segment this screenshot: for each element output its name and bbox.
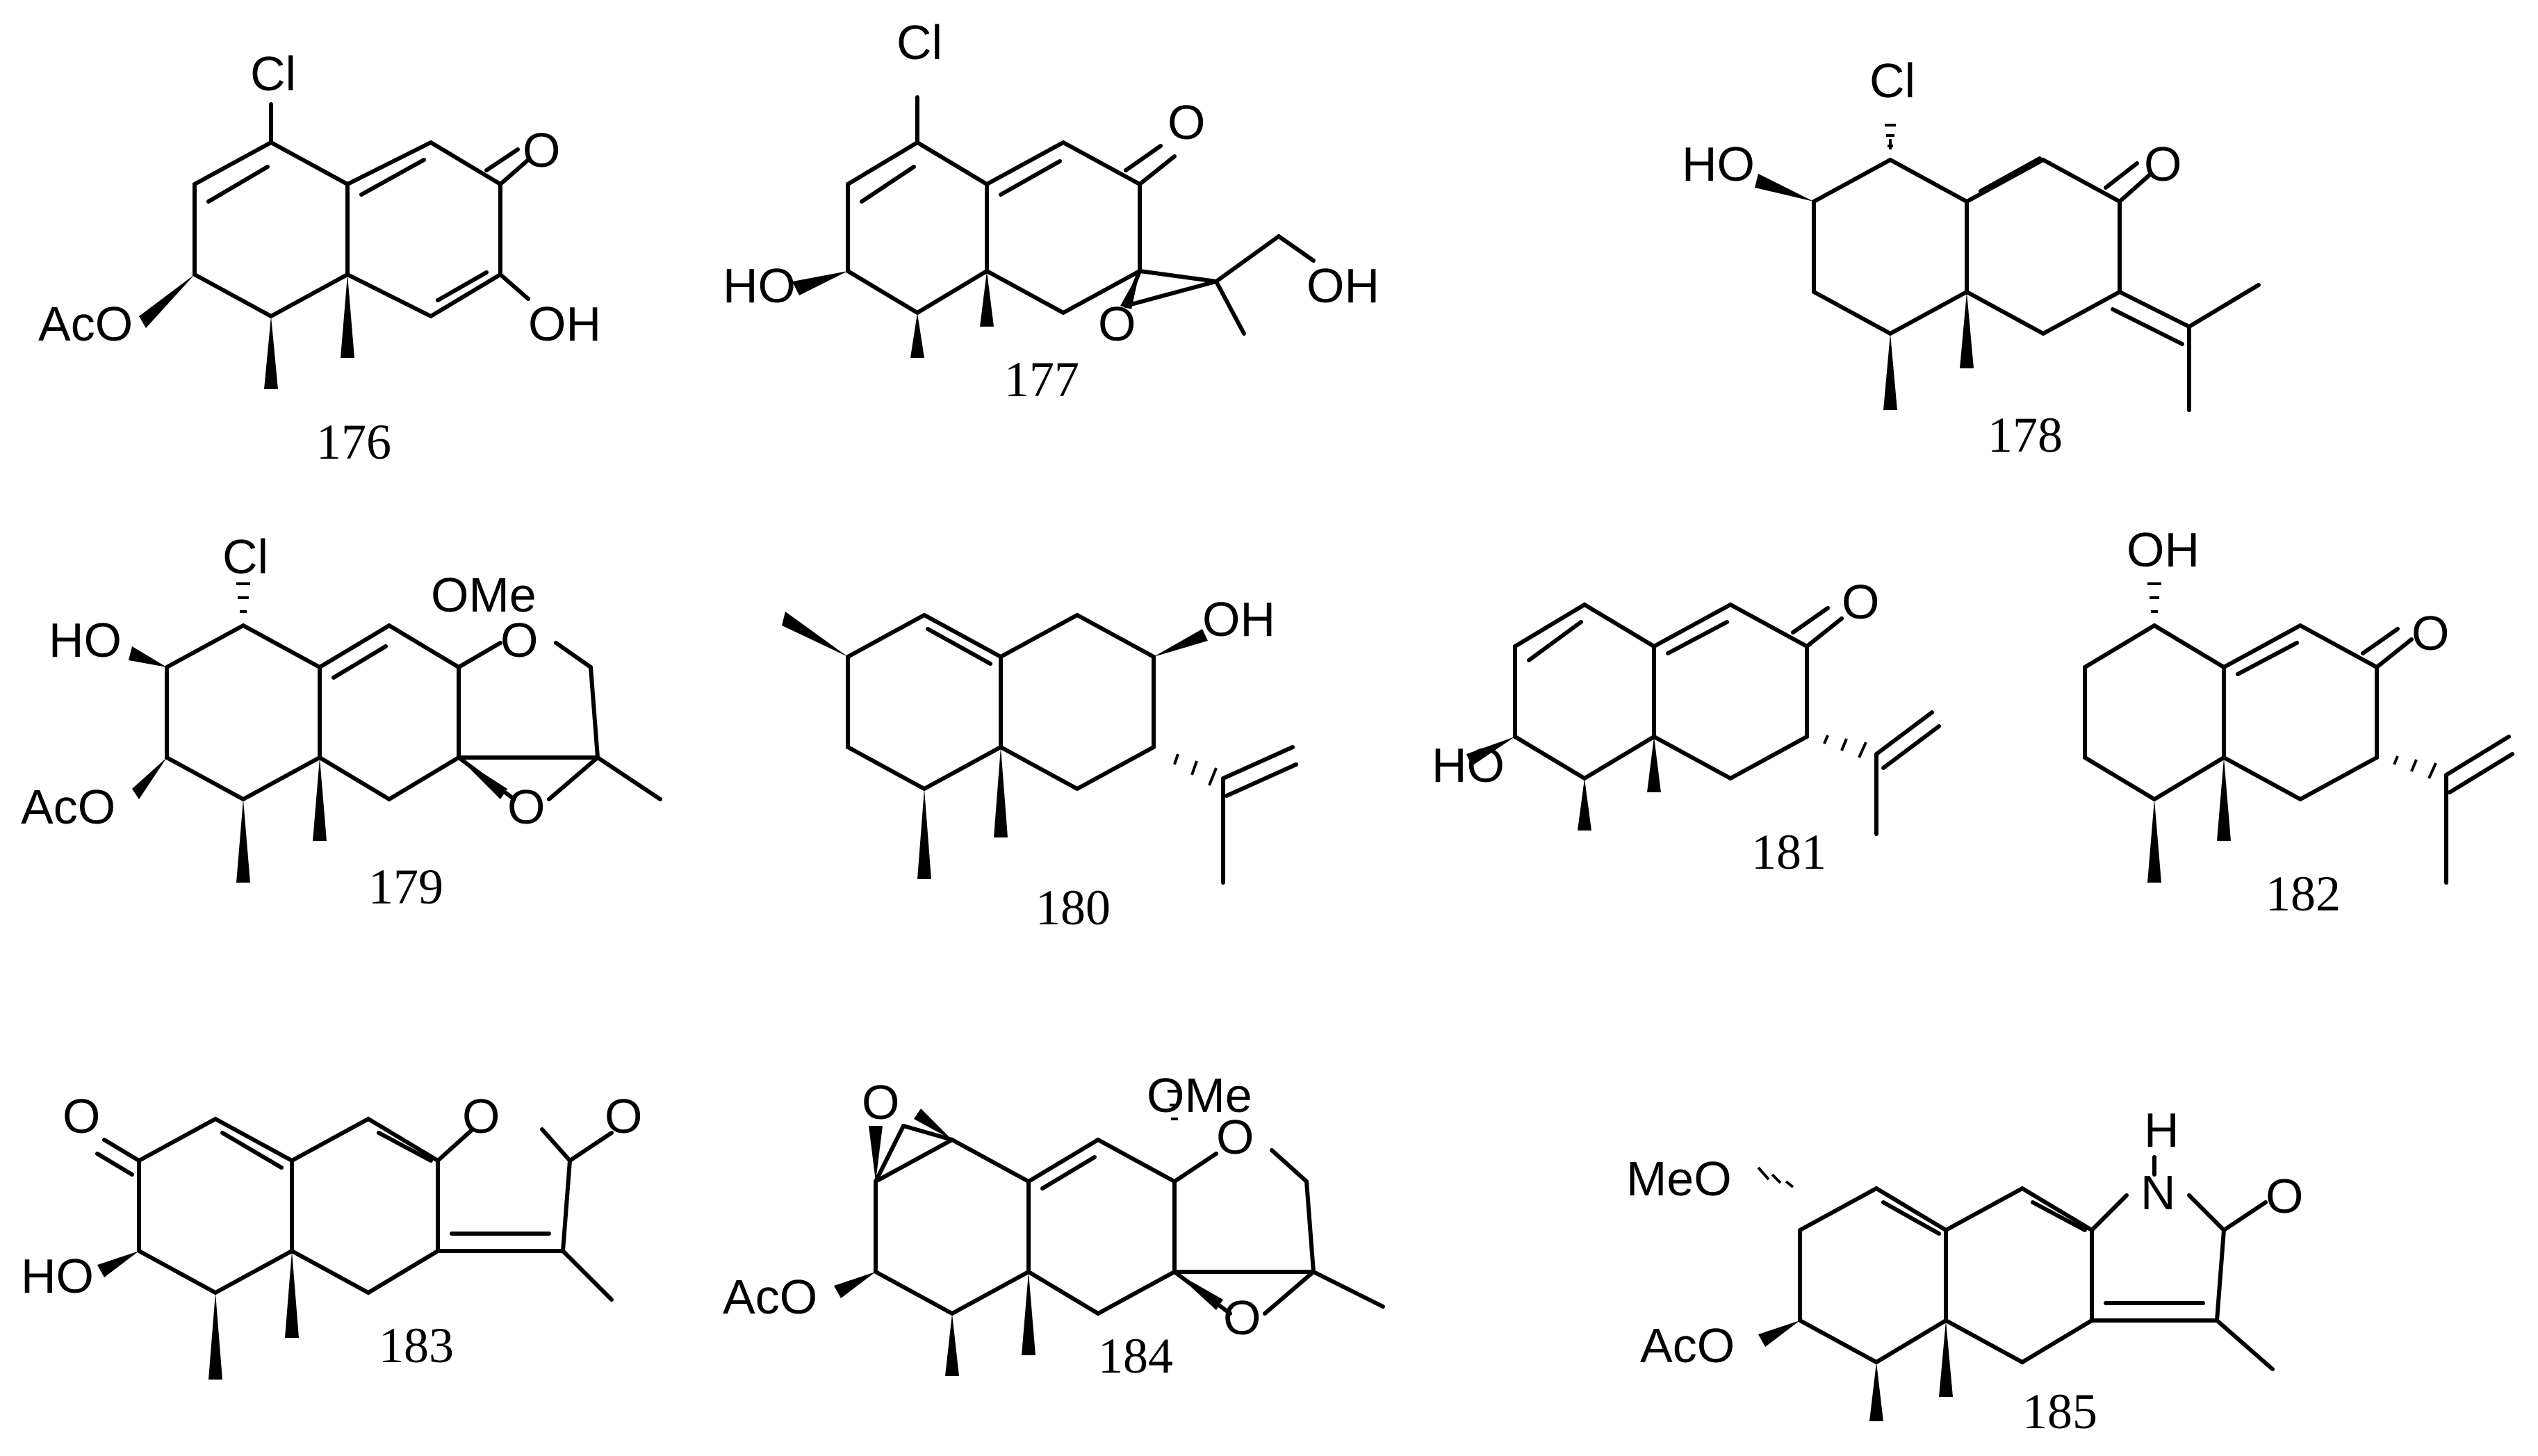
atom-label-meo: MeO [1626,1152,1732,1206]
stereo-wedge [792,271,848,295]
atom-label-o: O [605,1089,642,1143]
atom-label-o: O [507,780,545,834]
atom-label-o: O [462,1089,500,1143]
stereo-wedge [236,799,250,883]
stereo-wedge [1578,778,1591,831]
atom-label-o: O [2412,606,2449,660]
stereo-wedge [917,789,931,879]
atom-label-o: O [2144,137,2181,191]
compound-number-180: 180 [1035,880,1111,935]
stereo-wedge [1174,1272,1223,1310]
structure-180: OH 180 [782,592,1298,935]
stereo-wedge [1755,174,1814,202]
atom-label-oh: OH [528,297,601,351]
atom-label-ho: HO [1682,137,1755,191]
atom-label-cl: Cl [1869,54,1915,108]
structure-176: Cl O AcO OH 176 [38,47,601,470]
structure-178: Cl HO O 178 [1682,54,2261,463]
atom-label-cl: Cl [897,15,942,69]
stereo-wedge [782,612,848,657]
atom-label-o: O [1216,1110,1254,1164]
stereo-wedge [980,271,994,327]
atom-label-o: O [500,613,538,667]
atom-label-ome: OMe [431,568,537,622]
stereo-wedge [1758,1320,1800,1347]
compound-number-185: 185 [2022,1384,2097,1439]
compound-number-179: 179 [368,859,443,915]
atom-label-aco: AcO [21,780,115,834]
stereo-wedge [1960,292,1974,368]
atom-label-cl: Cl [250,47,296,101]
compound-number-178: 178 [1988,407,2063,463]
atom-label-o: O [1168,95,1205,149]
stereo-wedge [1466,737,1515,766]
atom-label-cl: Cl [222,530,268,584]
stereo-wedge [341,275,354,358]
compound-number-177: 177 [1004,352,1079,407]
atom-label-aco: AcO [723,1270,817,1324]
stereo-wedge [285,1251,299,1338]
stereo-wedge [994,747,1008,837]
atom-label-ho: HO [723,259,796,313]
structure-182: OH O 182 [2083,523,2514,922]
stereo-wedge [459,758,507,799]
compound-number-182: 182 [2266,866,2341,922]
stereo-wedge [1939,1320,1953,1397]
stereo-wedge [129,646,167,667]
structure-184: O OMe O AcO O 184 [723,1068,1385,1384]
stereo-wedge [132,758,167,799]
stereo-wedge [97,1251,139,1277]
stereo-wedge [834,1272,876,1298]
stereo-wedge [1883,334,1897,410]
atom-label-o: O [63,1089,100,1143]
atom-label-ho: HO [49,613,122,667]
atom-label-ho: HO [21,1249,94,1303]
stereo-wedge [2147,799,2161,883]
stereo-wedge [914,1109,952,1140]
atom-label-o: O [523,123,560,177]
stereo-wedge [910,313,924,358]
atom-label-h: H [2144,1103,2179,1157]
structure-179: Cl OMe HO O AcO O 179 [21,530,662,915]
stereo-wedge [313,758,327,841]
compound-number-181: 181 [1751,824,1826,880]
atom-label-aco: AcO [38,297,133,351]
stereo-wedge [945,1314,959,1376]
compound-number-184: 184 [1098,1328,1173,1384]
stereo-wedge [139,275,195,328]
stereo-wedge [264,316,278,389]
stereo-wedge [1120,271,1140,309]
stereo-wedge [1022,1272,1035,1355]
stereo-wedge [1154,629,1208,657]
structure-177: Cl O HO O OH 177 [723,15,1379,407]
structure-185: H N O MeO AcO 185 [1626,1103,2303,1439]
stereo-wedge [208,1293,222,1380]
atom-label-o: O [1223,1291,1261,1345]
stereo-wedge [2217,758,2231,841]
structure-183: O O O HO 183 [21,1089,642,1380]
atom-label-o: O [1842,575,1879,629]
atom-label-ho: HO [1432,738,1505,792]
atom-label-o: O [862,1075,899,1129]
compound-number-183: 183 [379,1318,454,1373]
atom-label-oh: OH [1307,259,1379,313]
stereo-wedge [1647,737,1661,792]
atom-label-oh: OH [1202,592,1275,646]
atom-label-oh: OH [2127,523,2200,577]
stereo-wedge [869,1126,883,1181]
atom-label-n: N [2140,1165,2176,1220]
stereo-wedge [1869,1362,1883,1421]
atom-label-ome: OMe [1147,1068,1252,1122]
structure-181: O HO 181 [1432,575,1941,880]
compound-number-176: 176 [316,414,391,470]
atom-label-o: O [1098,297,1136,351]
atom-label-o: O [2266,1169,2303,1223]
atom-label-aco: AcO [1640,1318,1735,1373]
